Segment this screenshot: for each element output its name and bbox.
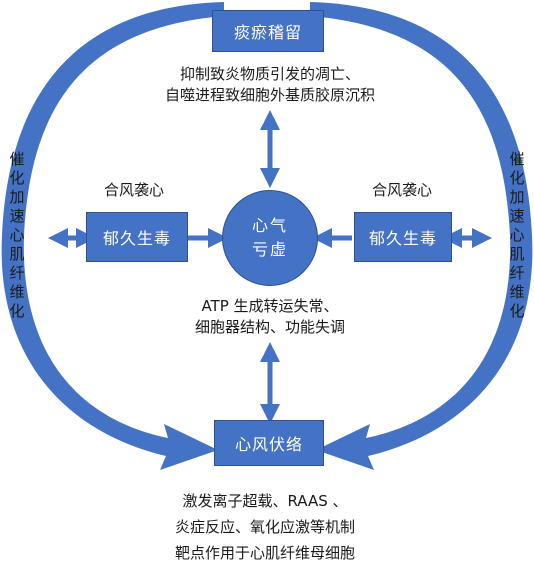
middle-description: ATP 生成转运失常、 细胞器结构、功能失调 xyxy=(150,296,390,338)
top-description-line-2: 自噬进程致细胞外基质胶原沉积 xyxy=(164,86,375,104)
right-box-label: 郁久生毒 xyxy=(368,229,437,248)
right-box: 郁久生毒 xyxy=(354,212,452,262)
middle-description-line-1: ATP 生成转运失常、 xyxy=(201,297,339,315)
left-label: 合风袭心 xyxy=(104,181,165,199)
top-description: 抑制致炎物质引发的凋亡、 自噬进程致细胞外基质胶原沉积 xyxy=(120,64,420,106)
left-box-label: 郁久生毒 xyxy=(102,229,171,248)
top-description-line-1: 抑制致炎物质引发的凋亡、 xyxy=(179,65,360,83)
center-circle: 心气 亏虚 xyxy=(222,190,318,286)
bottom-description-line-2: 炎症反应、氧化应激等机制 xyxy=(174,518,355,536)
bottom-description-line-3: 靶点作用于心肌纤维母细胞 xyxy=(174,544,355,562)
left-box: 郁久生毒 xyxy=(86,212,188,262)
bottom-box: 心风伏络 xyxy=(214,420,324,466)
center-circle-line-1: 心气 xyxy=(251,216,288,235)
top-box: 痰瘀稽留 xyxy=(212,10,324,52)
right-side-text: 催化加速心肌纤维化 xyxy=(509,150,525,320)
right-label: 合风袭心 xyxy=(372,181,433,199)
top-box-label: 痰瘀稽留 xyxy=(233,23,302,42)
bottom-box-label: 心风伏络 xyxy=(234,435,303,454)
middle-description-line-2: 细胞器结构、功能失调 xyxy=(194,318,345,336)
bottom-description-line-1: 激发离子超载、RAAS 、 xyxy=(182,492,348,510)
bottom-description: 激发离子超载、RAAS 、 炎症反应、氧化应激等机制 靶点作用于心肌纤维母细胞 xyxy=(130,488,400,566)
center-circle-line-2: 亏虚 xyxy=(251,240,288,259)
left-side-text: 催化加速心肌纤维化 xyxy=(9,150,25,320)
